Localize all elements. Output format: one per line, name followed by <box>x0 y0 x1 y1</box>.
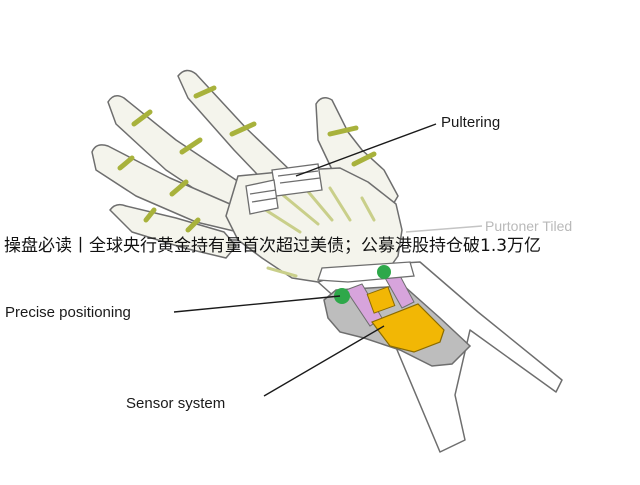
leader-precise <box>173 295 341 313</box>
leader-sensor <box>263 325 385 397</box>
finger-little <box>109 203 237 259</box>
joint-right <box>377 265 391 279</box>
label-pultering: Pultering <box>441 114 501 131</box>
sensor-block <box>371 303 445 353</box>
leader-pultering <box>295 123 437 177</box>
sensor-chip <box>366 286 396 314</box>
label-precise-positioning: Precise positioning <box>5 304 131 321</box>
label-faded: Purtoner Tiled <box>485 218 573 234</box>
leader-ghost <box>405 225 483 233</box>
label-sensor-system: Sensor system <box>126 395 226 412</box>
joint-left <box>334 288 350 304</box>
overlay-headline-link[interactable]: 操盘必读丨全球央行黄金持有量首次超过美债；公募港股持仓破1.3万亿 <box>4 236 542 256</box>
